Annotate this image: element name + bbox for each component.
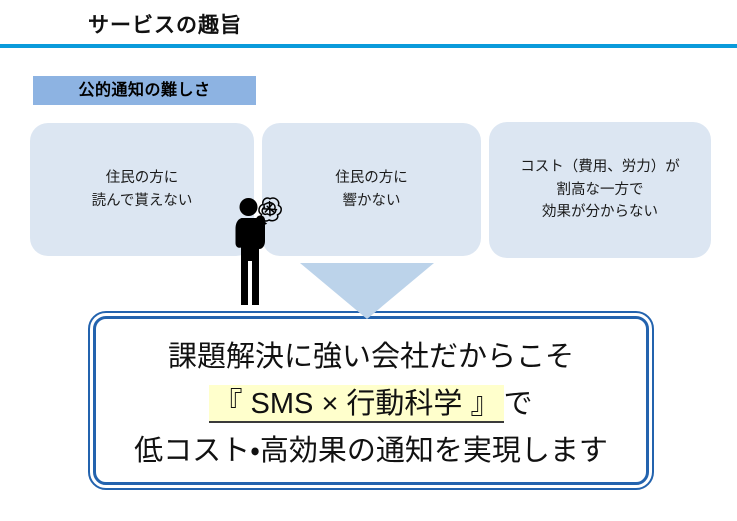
conclusion-box-inner: 課題解決に強い会社だからこそ 『 SMS × 行動科学 』で 低コスト・高効果の… — [93, 316, 649, 485]
conclusion-line-3: 低コスト・高効果の通知を実現します — [134, 434, 608, 467]
conclusion-line-2-suffix: で — [503, 387, 533, 420]
card-text-line: 割高な一方で — [556, 181, 644, 198]
page-title: サービスの趣旨 — [88, 14, 242, 37]
card-text-line: 効果が分からない — [542, 204, 658, 221]
card-text-line: コスト（費用、労力）が — [520, 159, 680, 176]
card-text-line: 響かない — [342, 192, 401, 209]
problem-card-not-read: 住民の方に 読んで貰えない — [30, 123, 254, 256]
section-label: 公的通知の難しさ — [33, 76, 256, 105]
conclusion-box: 課題解決に強い会社だからこそ 『 SMS × 行動科学 』で 低コスト・高効果の… — [88, 311, 654, 490]
card-text-line: 読んで貰えない — [91, 192, 193, 209]
thinking-person-icon — [235, 198, 266, 305]
problem-card-high-cost: コスト（費用、労力）が 割高な一方で 効果が分からない — [489, 122, 711, 258]
sms-behavioral-science-highlight: 『 SMS × 行動科学 』 — [209, 384, 504, 423]
conclusion-line-2: 『 SMS × 行動科学 』で — [209, 380, 533, 423]
title-underline-rule — [0, 44, 737, 48]
card-text-line: 住民の方に — [335, 170, 408, 187]
confusion-scribble-icon — [257, 197, 282, 228]
conclusion-line-1: 課題解決に強い会社だからこそ — [167, 340, 574, 373]
down-arrow-triangle-icon — [300, 263, 434, 319]
card-text-line: 住民の方に — [105, 170, 179, 187]
problem-card-no-impact: 住民の方に 響かない — [262, 123, 481, 256]
